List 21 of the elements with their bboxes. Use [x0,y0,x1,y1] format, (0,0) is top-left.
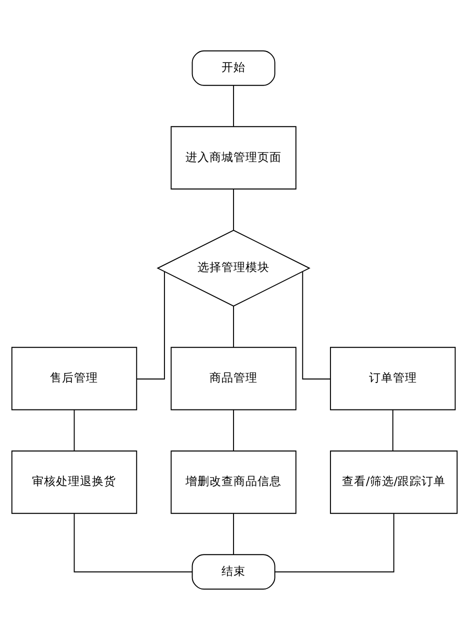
connector [136,271,165,380]
connector [274,513,394,572]
connector [233,84,234,127]
node-box: 结束 [192,554,276,590]
node-box: 增删改查商品信息 [170,450,296,514]
node-box: 查看/筛选/跟踪订单 [330,450,458,514]
connector [74,513,193,572]
connector [233,513,234,555]
connector [392,409,394,452]
connector [74,409,75,452]
node-box: 审核处理退换货 [11,450,138,514]
node-diamond: 选择管理模块 [156,230,310,307]
connector [233,188,234,231]
node-box: 商品管理 [170,346,296,410]
connector [233,306,234,348]
node-box: 进入商城管理页面 [170,126,296,190]
connector [302,271,331,380]
node-box: 订单管理 [330,346,456,410]
node-box: 开始 [192,50,276,86]
node-box: 售后管理 [11,346,138,410]
connector [233,409,234,452]
